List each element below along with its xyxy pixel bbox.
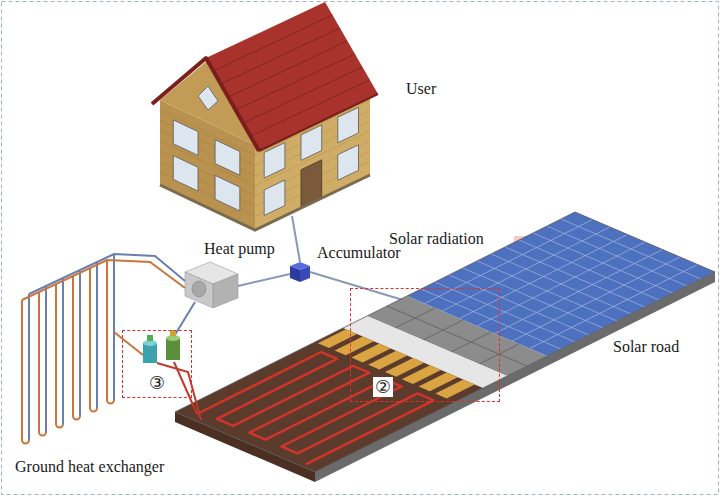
- ground-loop: [29, 254, 185, 294]
- part-label: Ground heat exchanger: [14, 458, 165, 476]
- part-label: User: [405, 80, 437, 98]
- service-pipe: [310, 272, 403, 300]
- pump-symbol: [143, 330, 180, 363]
- solar-road-slab: [175, 328, 483, 472]
- house-drawing: [338, 145, 359, 180]
- part-label: Accumulator: [316, 244, 402, 262]
- ground-loop: [96, 262, 98, 408]
- house-drawing: [198, 86, 218, 110]
- house-drawing: [259, 94, 378, 151]
- house-drawing: [215, 175, 240, 211]
- heat-pump-unit: [192, 281, 206, 297]
- accumulator-unit: [290, 266, 300, 282]
- house-drawing: [264, 180, 285, 215]
- heat-pump-unit: [185, 262, 238, 308]
- accumulator-unit: [290, 262, 310, 282]
- ground-loop: [39, 292, 46, 436]
- heat-pump-unit: [185, 272, 213, 308]
- ground-loop: [90, 268, 97, 412]
- ground-loop: [73, 276, 80, 420]
- ground-loop: [22, 300, 29, 444]
- house-drawing: [206, 2, 378, 151]
- solar-road-slab: [175, 212, 715, 472]
- service-pipe: [292, 216, 300, 262]
- ground-loop: [56, 284, 63, 428]
- house-drawing: [152, 58, 259, 151]
- callout-number: ②: [373, 377, 393, 397]
- callout-number: ③: [147, 373, 167, 393]
- callout-box: ②: [350, 288, 500, 402]
- house-drawing: [173, 120, 198, 155]
- solar-road-slab: [175, 212, 715, 472]
- house-drawing: [215, 140, 240, 176]
- pump-symbol: [166, 338, 180, 360]
- ground-loop: [79, 270, 81, 416]
- ground-loop: [62, 278, 64, 424]
- callout-box: ③: [122, 330, 192, 398]
- part-label: Solar radiation: [388, 230, 485, 248]
- heat-pump-unit: [213, 274, 238, 308]
- part-label: Heat pump: [203, 240, 276, 258]
- accumulator-unit: [300, 266, 310, 282]
- part-label: Solar road: [612, 338, 680, 356]
- ground-loop: [22, 254, 185, 444]
- ground-loop: [45, 286, 47, 432]
- house-drawing: [173, 156, 198, 192]
- circulation-pipe: [114, 302, 201, 420]
- house-drawing: [213, 15, 369, 136]
- ground-loop: [113, 254, 115, 400]
- house-drawing: [152, 2, 378, 230]
- circulation-pipe: [114, 332, 143, 355]
- house-drawing: [160, 175, 370, 230]
- house-drawing: [213, 15, 369, 136]
- ground-loop: [22, 260, 185, 300]
- solar-road-slab: [175, 212, 715, 482]
- ground-loop: [107, 260, 114, 404]
- ground-loop: [28, 294, 30, 440]
- solar-road-slab: [193, 352, 434, 464]
- pump-symbol: [147, 335, 153, 341]
- service-pipe: [238, 274, 290, 286]
